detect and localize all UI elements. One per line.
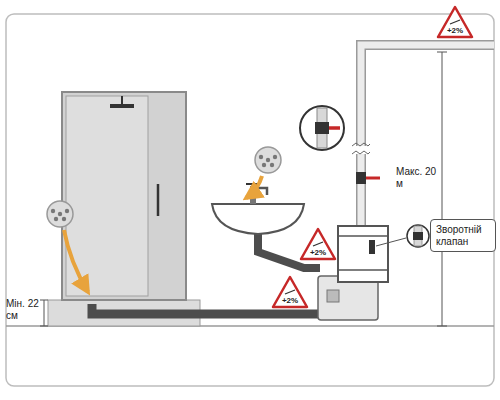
drain-grate-icon <box>47 147 281 292</box>
pump-unit <box>338 269 388 271</box>
valve-magnifier <box>315 122 329 134</box>
drain-grate-icon <box>64 230 88 292</box>
slope-value: +2% <box>436 27 474 35</box>
drain-grate-icon <box>270 163 274 167</box>
pump-unit <box>318 226 388 320</box>
slope-sign: +2% <box>436 5 474 39</box>
discharge-pipe <box>361 45 494 228</box>
sink <box>212 184 304 234</box>
slope-value: +2% <box>271 297 309 305</box>
slope-sign: +2% <box>299 227 337 261</box>
valve-magnifier <box>329 126 340 130</box>
slope-sign: +2% <box>271 275 309 309</box>
drain-grate-icon <box>51 209 55 213</box>
drain-grate-icon <box>266 158 270 162</box>
drain-grate-icon <box>54 217 58 221</box>
dimension-line <box>44 300 45 326</box>
shower-cabin <box>157 184 160 216</box>
check-valve-callout <box>376 238 406 246</box>
dimension-line <box>437 52 447 53</box>
check-valve-callout <box>407 225 429 247</box>
pump-unit <box>338 226 388 282</box>
sink <box>212 204 304 234</box>
pump-unit <box>369 240 375 254</box>
pump-unit <box>338 235 388 237</box>
drain-grate-icon <box>259 155 263 159</box>
discharge-pipe <box>352 45 494 228</box>
frame <box>6 14 494 386</box>
drain-grate-icon <box>255 147 281 173</box>
drain-grate-icon <box>273 155 277 159</box>
discharge-pipe <box>361 45 494 228</box>
drain-grate-icon <box>47 201 73 227</box>
check-valve-callout <box>413 232 423 240</box>
slope-mark <box>313 242 323 246</box>
slope-mark <box>285 290 295 294</box>
dimension-line <box>442 52 443 326</box>
discharge-pipe <box>352 143 370 154</box>
drain-grate-icon <box>262 163 266 167</box>
valve-magnifier <box>300 106 344 150</box>
drain-grate-icon <box>65 209 69 213</box>
shower-cabin <box>62 92 186 300</box>
shutoff-valve <box>356 172 366 184</box>
slope-value: +2% <box>299 249 337 257</box>
dimension-line <box>40 326 48 327</box>
drain-pipe <box>92 234 320 314</box>
dimension-label: Мін. 22 см <box>6 298 42 322</box>
shutoff-valve <box>366 177 380 180</box>
drain-grate-icon <box>246 176 262 198</box>
valve-magnifier <box>300 106 344 150</box>
drain-grate-icon <box>62 217 66 221</box>
shower-cabin <box>48 92 200 326</box>
pump-unit <box>327 290 339 302</box>
callout-box: Зворотній клапан <box>430 219 496 252</box>
check-valve-callout <box>414 226 422 246</box>
frame <box>6 14 494 386</box>
shower-cabin <box>66 96 148 296</box>
slope-mark <box>450 20 460 24</box>
dimension-line <box>437 326 447 327</box>
shutoff-valve <box>356 172 380 184</box>
dimension-line <box>40 52 447 326</box>
drain-grate-icon <box>58 212 62 216</box>
check-valve-callout <box>376 225 429 247</box>
shower-cabin <box>110 104 134 108</box>
callout-text: Зворотній клапан <box>436 224 490 247</box>
dimension-line <box>40 300 48 301</box>
shower-cabin <box>121 96 123 104</box>
dimension-label: Макс. 20 м <box>396 166 438 190</box>
